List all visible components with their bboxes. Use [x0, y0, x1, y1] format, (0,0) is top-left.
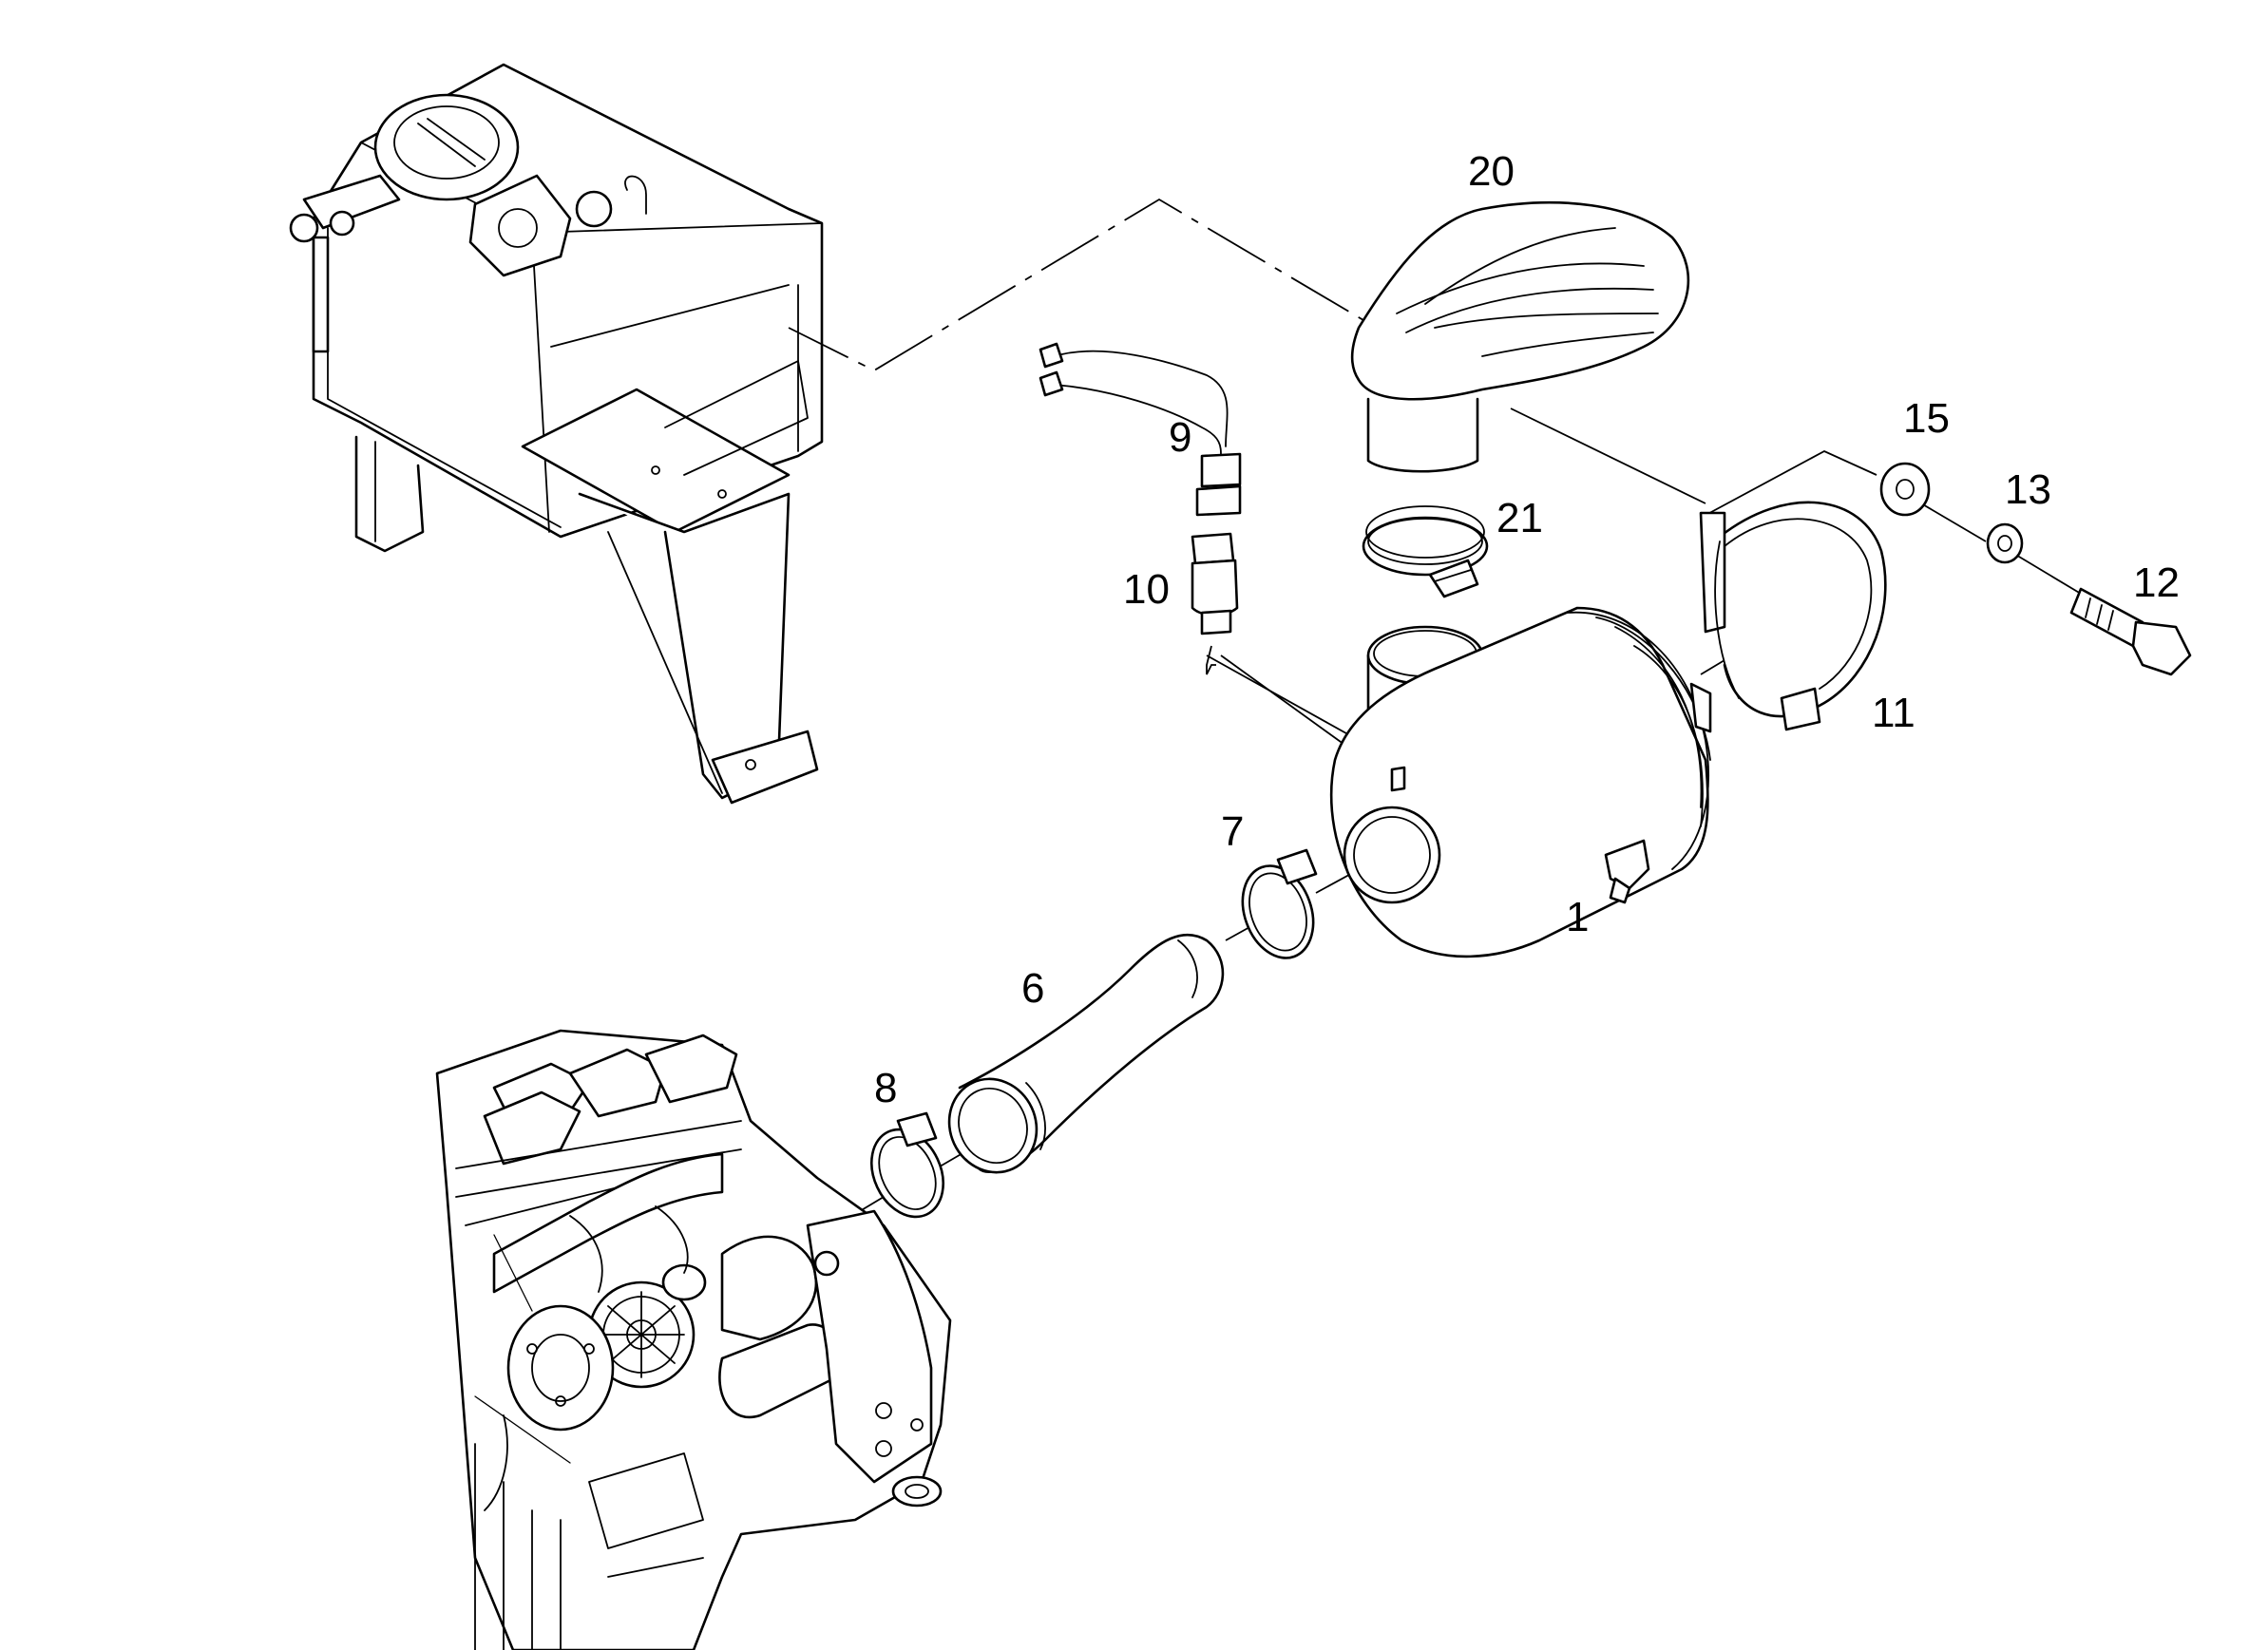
air-filter-housing-part-1	[1329, 606, 1712, 958]
hose-clamp-part-21	[1362, 505, 1489, 598]
intake-hose-part-6	[947, 933, 1225, 1174]
hose-clamp-part-7	[1241, 848, 1318, 959]
callout-6: 6	[1021, 965, 1044, 1012]
callout-13: 13	[2005, 466, 2051, 513]
callout-9: 9	[1169, 414, 1191, 461]
callout-8: 8	[874, 1065, 897, 1111]
bolt-part-12	[2069, 587, 2192, 676]
intake-hood-part-20	[1350, 201, 1690, 473]
callout-1: 1	[1566, 894, 1589, 940]
washer-part-15	[1879, 462, 1931, 517]
callout-21: 21	[1496, 495, 1543, 541]
callout-labels: 1 6 7 8 9 10 11 12 13 15 20 21	[874, 148, 2180, 1111]
pressure-switch-part-10	[1191, 532, 1239, 635]
engine-assembly	[435, 1029, 952, 1650]
callout-12: 12	[2133, 559, 2180, 606]
callout-11: 11	[1872, 690, 1915, 736]
filter-cover-part-11	[1699, 501, 1887, 731]
callout-20: 20	[1468, 148, 1515, 195]
callout-15: 15	[1903, 395, 1950, 442]
lock-washer-part-13	[1986, 522, 2024, 564]
tank-assembly	[289, 63, 824, 805]
sensor-harness-part-9	[1039, 342, 1242, 517]
hose-clamp-part-8	[870, 1111, 944, 1219]
callout-7: 7	[1221, 808, 1244, 855]
callout-10: 10	[1123, 566, 1170, 613]
